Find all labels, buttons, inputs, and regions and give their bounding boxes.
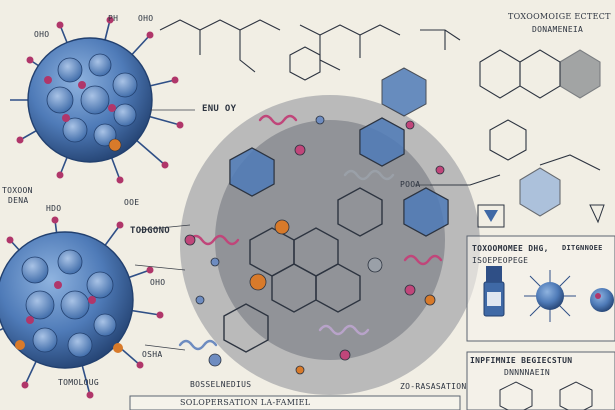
flask-icon: [589, 204, 605, 224]
label-enu: ENU OY: [202, 104, 237, 114]
bottom-banner-text: SOLOPERSATION LA-FAMIEL: [180, 398, 311, 407]
mini-virus-icon-right: [590, 288, 614, 312]
panel-subtitle: ISOEPEOPEGE: [472, 256, 529, 265]
label-pooa: POOA: [400, 180, 421, 189]
virus-particle-top: [10, 16, 184, 184]
label-hd: HDO: [46, 204, 62, 213]
panel-title: TOXOOMOMEE DHG,: [472, 244, 549, 253]
chemical-structures-bottom-right: [499, 381, 593, 410]
mini-virus-icon: [524, 270, 576, 322]
panel-right-label: DITGNNOEE: [562, 244, 603, 252]
chemical-structures-top: [159, 19, 601, 217]
label-oho-mid: OHO: [150, 278, 166, 287]
label-tomoloug: TOMOLOUG: [58, 378, 99, 387]
label-dena: DENA: [8, 196, 29, 205]
label-oho-right: OHO: [138, 14, 154, 23]
virus-particle-bottom: [0, 216, 164, 399]
bottom-left-mid-label: BOSSELNEDIUS: [190, 380, 252, 389]
label-oho-top: OHO: [34, 30, 50, 39]
vial-icon: [483, 266, 505, 317]
bottom-right-panel: [466, 351, 615, 410]
bottom-right-title: INPFIMNIE BEGIECSTUN: [470, 356, 573, 365]
triangle-icon: [477, 204, 505, 228]
subtitle-top-right: DONAMENEIA: [532, 25, 584, 34]
bottom-banner: [129, 395, 461, 410]
label-ooe: OOE: [124, 198, 140, 207]
label-toxoon: TOXOON: [2, 186, 33, 195]
title-top-right: TOXOOMOIGE ECTECT: [508, 12, 611, 21]
central-structure: [178, 67, 480, 395]
label-ph: PH: [108, 14, 119, 23]
label-osha: OSHA: [142, 350, 163, 359]
label-todgono: TODGONO: [130, 226, 171, 236]
bottom-right-subtitle: DNNNNAEIN: [504, 368, 551, 377]
bottom-sub-label: ZO-RASASATION: [400, 382, 467, 391]
